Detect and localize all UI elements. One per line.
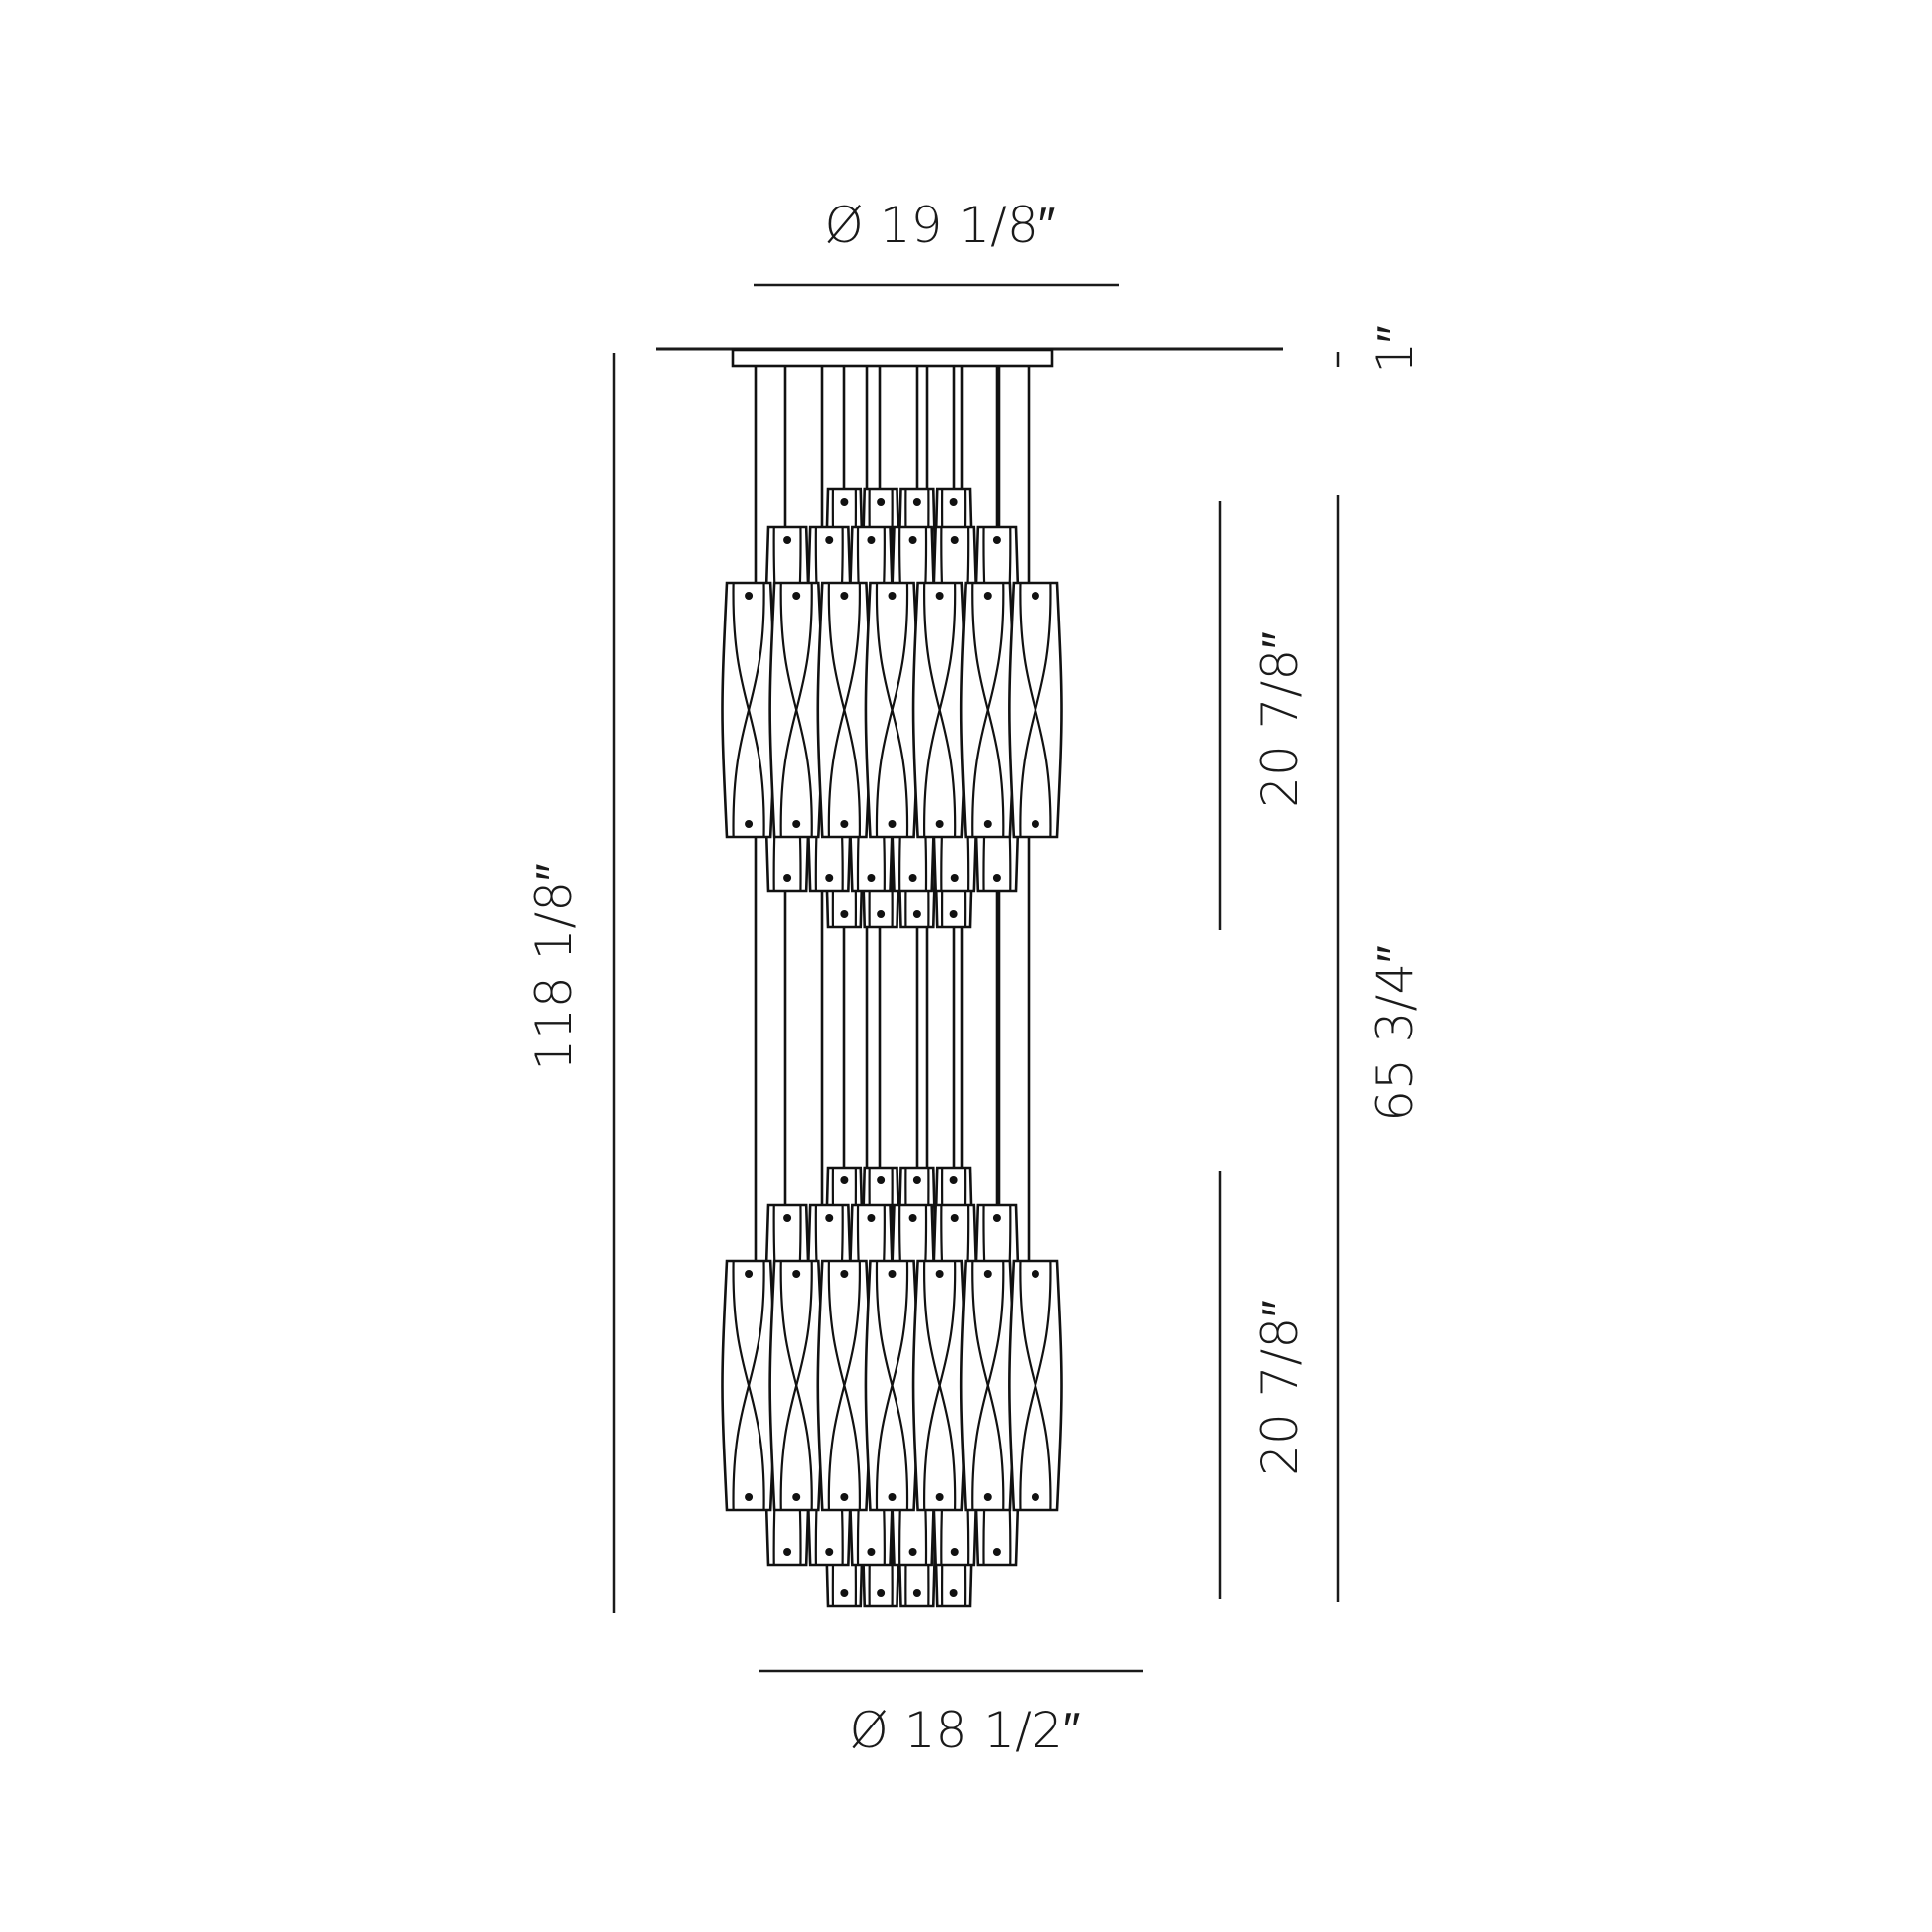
hook-dot	[745, 592, 754, 600]
hook-dot	[745, 1493, 754, 1501]
glass-twist-edge	[1019, 582, 1052, 838]
hook-dot	[1031, 592, 1039, 600]
hook-dot	[745, 820, 754, 828]
hook-dot	[912, 910, 921, 918]
hook-dot	[983, 820, 992, 828]
glass-twist-edge	[827, 582, 861, 838]
glass-twist-edge	[732, 582, 765, 838]
hook-dot	[983, 1493, 992, 1501]
hook-dot	[1031, 1493, 1039, 1501]
hook-dot	[840, 1493, 849, 1501]
hook-dot	[840, 592, 849, 600]
hook-dot	[949, 498, 958, 506]
hook-dot	[949, 910, 958, 918]
hook-dot	[888, 820, 897, 828]
glass-twist-edge	[875, 1260, 909, 1511]
fixture-diameter-label: Ø 18 1/2″	[850, 1702, 1081, 1759]
hook-dot	[867, 536, 876, 544]
canopy	[731, 348, 1054, 368]
glass-twist-edge	[923, 582, 957, 838]
hook-dot	[935, 820, 944, 828]
hook-dot	[950, 874, 959, 882]
glass-twist-edge	[779, 1260, 813, 1511]
canopy-height-label: 1″	[1366, 325, 1424, 374]
fixture-height-label: 65 3/4″	[1366, 945, 1424, 1122]
hook-dot	[950, 1214, 959, 1222]
hook-dot	[840, 820, 849, 828]
hook-dot	[877, 1589, 886, 1597]
hook-dot	[840, 498, 849, 506]
glass-twist-edge	[923, 1260, 957, 1511]
hook-dot	[792, 1270, 801, 1278]
hook-dot	[935, 1493, 944, 1501]
hook-dot	[888, 592, 897, 600]
hook-dot	[840, 910, 849, 918]
hook-dot	[908, 874, 917, 882]
hook-dot	[825, 1214, 834, 1222]
hook-dot	[992, 1548, 1001, 1556]
hook-dot	[888, 1493, 897, 1501]
hook-dot	[908, 1214, 917, 1222]
hook-dot	[935, 1270, 944, 1278]
glass-twist-edge	[1019, 1260, 1052, 1511]
hook-dot	[983, 592, 992, 600]
hook-dot	[867, 1548, 876, 1556]
hook-dot	[949, 1176, 958, 1184]
lower-cluster-height-label: 20 7/8″	[1251, 1300, 1309, 1476]
hook-dot	[783, 874, 792, 882]
overall-height-label: 118 1/8″	[525, 863, 583, 1071]
hook-dot	[840, 1589, 849, 1597]
hook-dot	[992, 874, 1001, 882]
hook-dot	[877, 498, 886, 506]
chandelier-fixture	[721, 366, 1063, 1608]
hook-dot	[745, 1270, 754, 1278]
hook-dot	[783, 1214, 792, 1222]
hook-dot	[912, 1589, 921, 1597]
hook-dot	[825, 1548, 834, 1556]
hook-dot	[949, 1589, 958, 1597]
hook-dot	[950, 536, 959, 544]
hook-dot	[935, 592, 944, 600]
hook-dot	[783, 1548, 792, 1556]
hook-dot	[867, 874, 876, 882]
hook-dot	[792, 820, 801, 828]
hook-dot	[983, 1270, 992, 1278]
hook-dot	[877, 1176, 886, 1184]
hook-dot	[1031, 1270, 1039, 1278]
hook-dot	[992, 1214, 1001, 1222]
glass-twist-edge	[779, 582, 813, 838]
hook-dot	[888, 1270, 897, 1278]
glass-twist-edge	[971, 582, 1005, 838]
glass-twist-edge	[732, 1260, 765, 1511]
hook-dot	[792, 592, 801, 600]
hook-dot	[825, 874, 834, 882]
hook-dot	[1031, 820, 1039, 828]
hook-dot	[908, 536, 917, 544]
hook-dot	[825, 536, 834, 544]
hook-dot	[908, 1548, 917, 1556]
hook-dot	[912, 1176, 921, 1184]
hook-dot	[912, 498, 921, 506]
canopy-diameter-label: Ø 19 1/8″	[825, 197, 1056, 254]
hook-dot	[792, 1493, 801, 1501]
hook-dot	[783, 536, 792, 544]
hook-dot	[950, 1548, 959, 1556]
glass-twist-edge	[875, 582, 909, 838]
hook-dot	[840, 1176, 849, 1184]
glass-twist-edge	[971, 1260, 1005, 1511]
hook-dot	[992, 536, 1001, 544]
hook-dot	[877, 910, 886, 918]
hook-dot	[840, 1270, 849, 1278]
upper-cluster-height-label: 20 7/8″	[1251, 631, 1309, 808]
hook-dot	[867, 1214, 876, 1222]
glass-twist-edge	[827, 1260, 861, 1511]
